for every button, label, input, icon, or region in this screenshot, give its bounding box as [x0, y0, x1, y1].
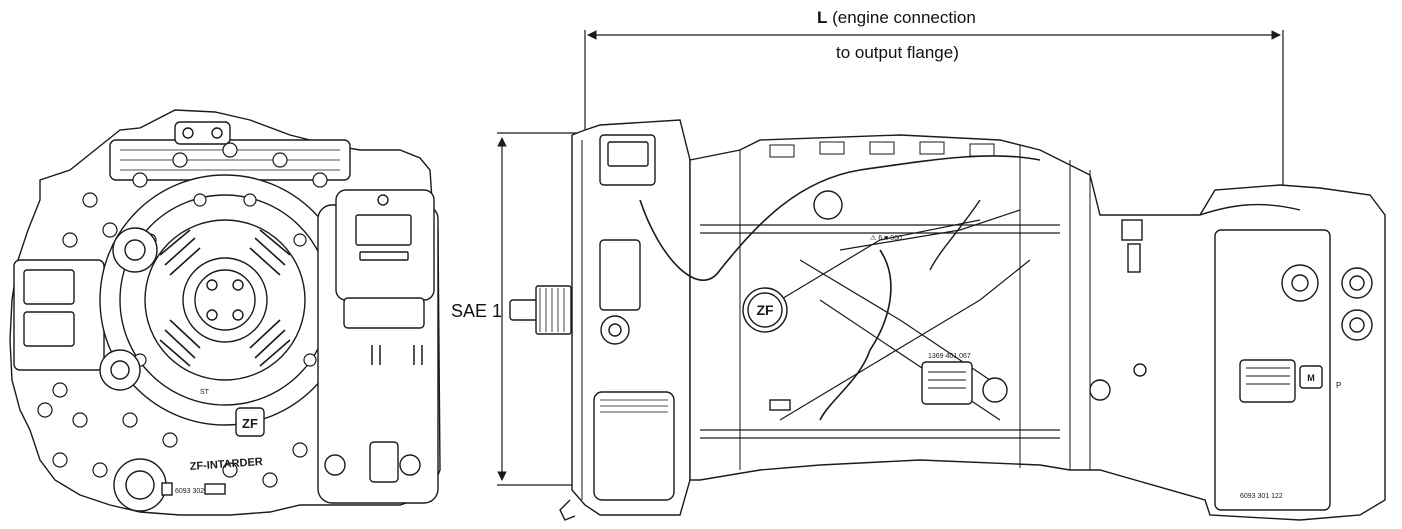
dimension-l-text-line2: to output flange): [836, 43, 959, 62]
front-view-labels: ZF ZF-INTARDER 6093 302 ST: [175, 389, 263, 495]
side-part-number-main: 1369 401 067: [928, 353, 971, 360]
dimension-l-text-line1: (engine connection: [827, 8, 976, 27]
side-part-number-rear: 6093 301 122: [1240, 493, 1283, 500]
front-stamp-text: ZF-INTARDER: [189, 456, 263, 473]
front-zf-logo: ZF: [242, 416, 258, 431]
side-letter: P: [1336, 381, 1341, 390]
dimension-sae-label: SAE 1: [451, 301, 503, 321]
front-view-gearbox: [9, 109, 441, 516]
front-part-number: 6093 302: [175, 488, 204, 495]
front-small-mark: ST: [200, 389, 210, 396]
side-view-gearbox: [509, 119, 1386, 521]
side-warning-mark: ⚠ 6 ■ 060: [870, 234, 902, 242]
side-zf-logo: ZF: [756, 302, 774, 318]
side-view-labels: ZF 1369 401 067 6093 301 122 ⚠ 6 ■ 060 M…: [756, 234, 1341, 500]
dimension-l-symbol: L: [817, 8, 828, 27]
side-badge-text: M: [1307, 373, 1315, 383]
dimension-l-label: L (engine connection: [817, 8, 976, 28]
dimension-line-height: [497, 132, 583, 486]
dimension-line-l: [584, 30, 1284, 190]
